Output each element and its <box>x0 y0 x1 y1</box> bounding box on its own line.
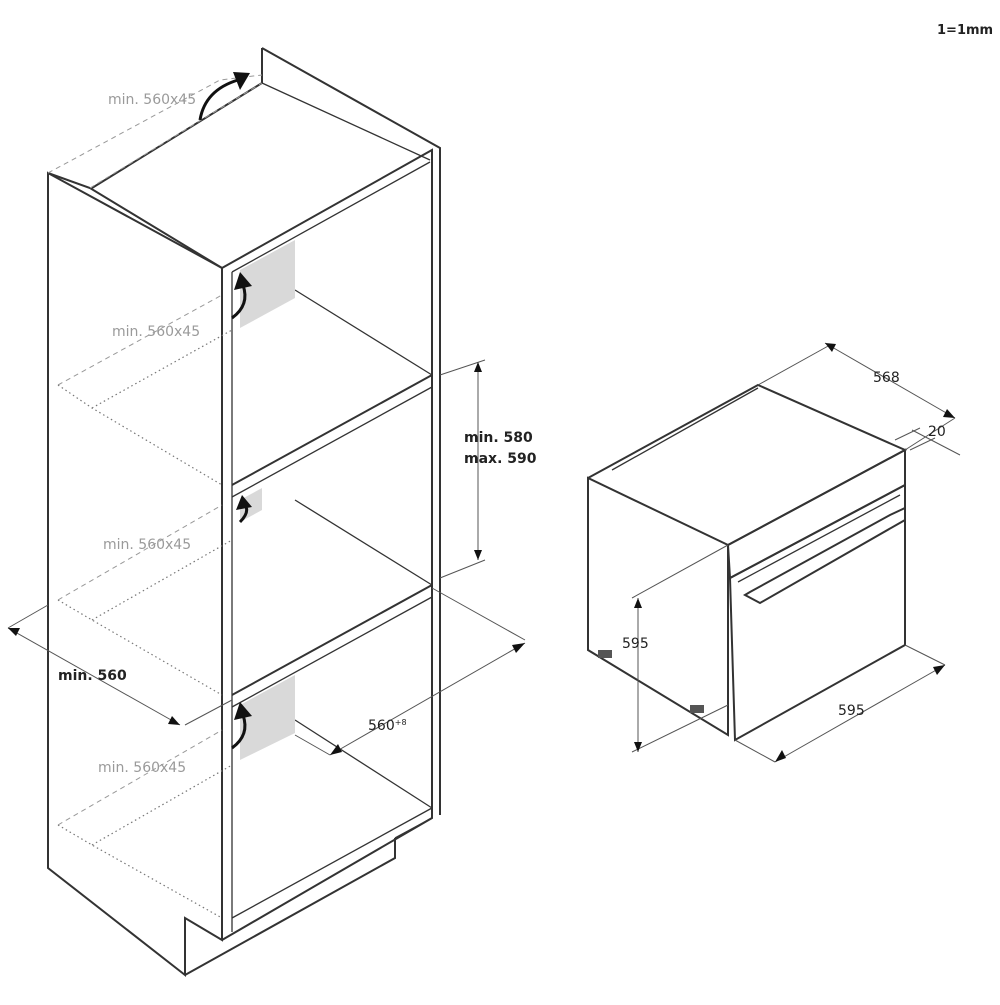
niche-width-tolerance: +8 <box>395 718 407 727</box>
vent-3-dash <box>57 729 223 826</box>
vent-2-label: min. 560x45 <box>103 537 191 553</box>
vent-top-dash-2 <box>89 82 263 189</box>
oven-width-dimension <box>734 644 946 763</box>
vent-slot-lower <box>240 675 295 760</box>
niche-width-value: 560 <box>368 718 395 734</box>
oven-foot-left <box>598 650 612 658</box>
vent-1-dash <box>57 294 223 386</box>
niche-width-dimension <box>294 587 526 756</box>
vent-2-dash <box>57 504 223 601</box>
niche-height-max-label: max. 590 <box>464 451 537 467</box>
oven-door <box>728 483 906 742</box>
vent-top-label: min. 560x45 <box>108 92 196 108</box>
oven-handle <box>742 506 906 605</box>
cabinet-bottom-back <box>294 719 433 809</box>
airflow-arrow-middle <box>236 495 252 524</box>
scale-note: 1=1mm <box>937 23 993 38</box>
airflow-arrow-lower <box>231 702 252 750</box>
niche-height-dimension <box>439 359 486 579</box>
vent-3-dotted <box>57 764 233 919</box>
oven-depth-label: 568 <box>873 370 900 386</box>
vent-top-dash-1 <box>47 74 263 174</box>
oven-control-panel <box>726 448 906 580</box>
oven-depth-dimension <box>757 342 956 451</box>
airflow-arrow-top <box>198 72 250 121</box>
shelf-1-front-lower <box>231 386 433 498</box>
oven-top-inner <box>611 387 759 471</box>
cabinet-top-inner <box>261 82 431 161</box>
oven-side-panel <box>587 476 729 737</box>
shelf-2-back <box>294 499 433 586</box>
vent-slot-upper <box>240 240 295 328</box>
vent-1-label: min. 560x45 <box>112 324 200 340</box>
niche-width-label: 560+8 <box>368 718 407 734</box>
shelf-2-front <box>231 584 433 696</box>
cabinet-plinth-top <box>394 817 433 839</box>
oven-door-thickness-label: 20 <box>928 424 946 440</box>
shelf-2-front-lower <box>231 596 433 708</box>
shelf-1-front <box>231 374 433 486</box>
oven-top-panel <box>587 383 908 546</box>
oven-width-label: 595 <box>838 703 865 719</box>
vent-1-dotted <box>57 329 233 486</box>
oven-door-edge <box>737 494 901 583</box>
cabinet-inner-top <box>231 161 431 273</box>
cabinet-width-dimension <box>7 604 233 726</box>
cabinet-front-right <box>221 148 433 941</box>
cabinet-width-min-label: min. 560 <box>58 668 127 684</box>
oven-unit <box>587 383 908 742</box>
vent-3-label: min. 560x45 <box>98 760 186 776</box>
shelf-1-back <box>294 289 433 376</box>
cabinet-bottom-front <box>231 807 433 919</box>
airflow-arrow-upper <box>231 272 252 320</box>
cabinet-left-side <box>47 171 223 978</box>
oven-height-dimension <box>631 544 729 753</box>
oven-door-thickness-dimension <box>894 427 961 456</box>
vent-2-dotted <box>57 539 233 696</box>
oven-height-label: 595 <box>622 636 649 652</box>
oven-foot-right <box>690 705 704 713</box>
tall-cabinet <box>47 47 441 978</box>
cabinet-back-top <box>91 48 263 189</box>
niche-height-min-label: min. 580 <box>464 430 533 446</box>
cabinet-plinth <box>184 838 396 976</box>
